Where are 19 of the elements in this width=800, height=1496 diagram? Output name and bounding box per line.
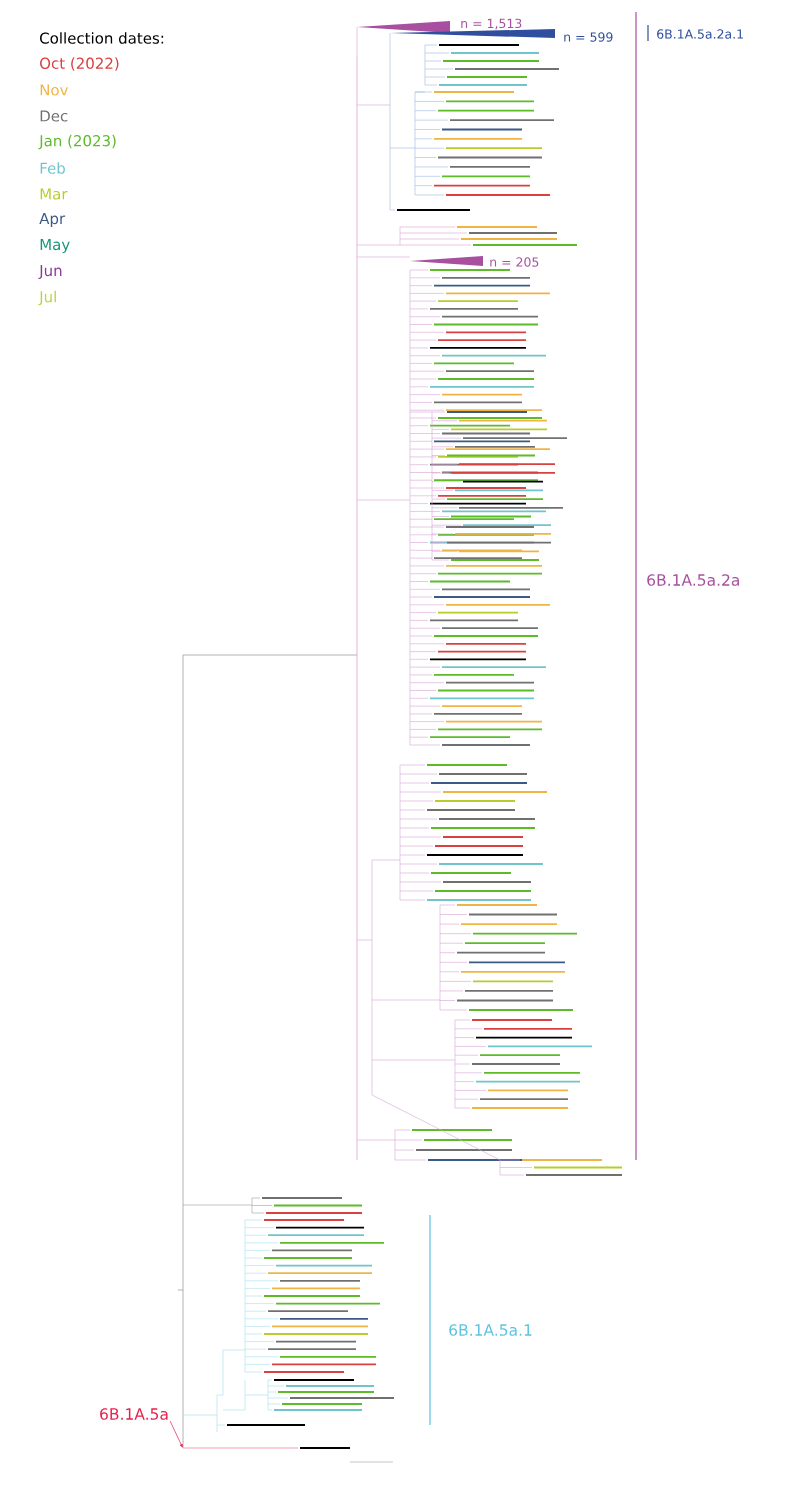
clade-count: n = 1,513 [461, 18, 522, 30]
clade-label: 6B.1A.5a.2a [647, 574, 739, 586]
legend-entry: May [40, 239, 70, 254]
legend-title: Collection dates: [40, 32, 164, 44]
legend-entry: Jan (2023) [38, 134, 116, 150]
legend-entry: Nov [40, 84, 68, 96]
legend-entry: Apr [39, 213, 66, 228]
clade-label: 6B.1A.5a.1 [449, 1324, 532, 1336]
legend-entry: Dec [40, 110, 68, 122]
clade-count: n = 205 [490, 257, 539, 267]
clade-label: 6B.1A.5a [100, 1408, 168, 1420]
legend-entry: Jun [38, 265, 62, 279]
clade-count: n = 599 [564, 32, 613, 42]
legend-entry: Mar [40, 188, 68, 200]
legend-entry: Oct (2022) [40, 57, 119, 71]
legend-entry: Jul [38, 290, 56, 306]
arrow [169, 1420, 183, 1448]
legend-entry: Feb [40, 162, 65, 174]
clade-label: 6B.1A.5a.2a.1 [657, 29, 743, 39]
